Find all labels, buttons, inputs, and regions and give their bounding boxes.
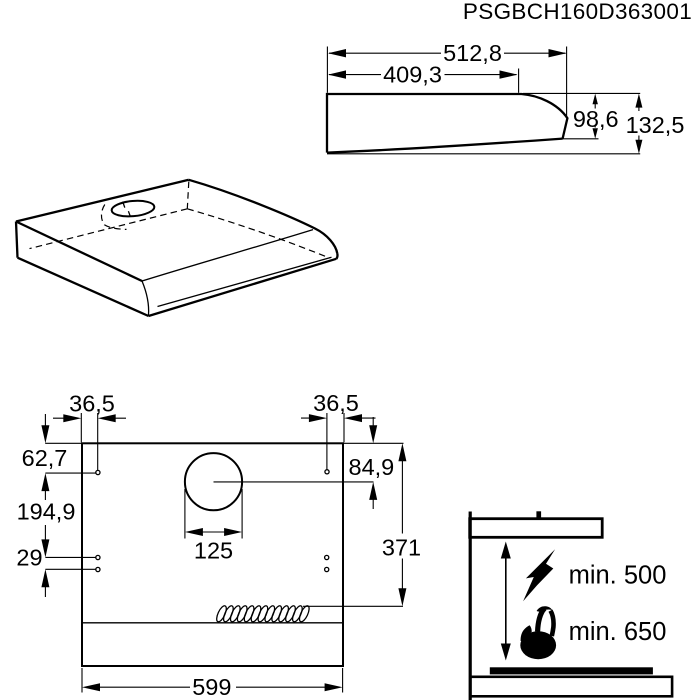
svg-text:min. 500: min. 500 [569,562,667,590]
svg-text:29: 29 [16,544,42,570]
svg-text:36,5: 36,5 [313,390,359,416]
svg-text:84,9: 84,9 [349,454,395,480]
svg-text:371: 371 [382,535,421,561]
svg-text:125: 125 [194,538,233,564]
svg-text:409,3: 409,3 [383,62,442,88]
svg-text:36,5: 36,5 [69,390,115,416]
svg-text:132,5: 132,5 [626,112,685,138]
svg-text:PSGBCH160D363001: PSGBCH160D363001 [463,0,692,24]
svg-text:599: 599 [192,674,231,700]
svg-text:512,8: 512,8 [443,40,502,66]
svg-text:min. 650: min. 650 [569,618,667,646]
svg-text:62,7: 62,7 [22,445,68,471]
svg-text:194,9: 194,9 [17,499,76,525]
svg-text:98,6: 98,6 [573,106,619,132]
